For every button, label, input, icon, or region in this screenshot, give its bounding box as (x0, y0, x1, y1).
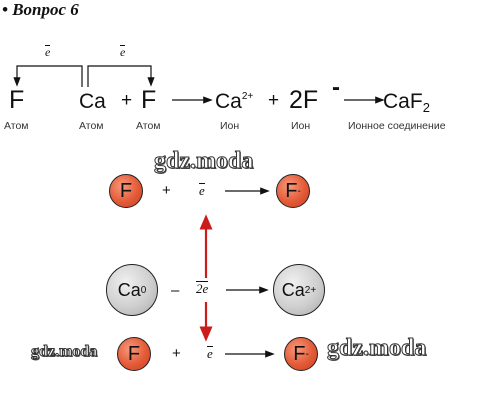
bracket-left (13, 65, 83, 87)
op-lower: + (172, 345, 181, 362)
plus-1: + (121, 90, 133, 111)
atom-ca: Ca (79, 90, 106, 113)
plus-2: + (268, 90, 280, 111)
watermark-top: gdz.moda (153, 148, 254, 175)
ion-ca: Ca2+ (215, 90, 254, 113)
electron-label-left: e (45, 45, 51, 59)
compound-caf2: CaF2 (383, 90, 430, 115)
atom-f-upper: F (109, 174, 143, 208)
caption-compound: Ионное соединение (348, 120, 446, 132)
caption-atom-2: Атом (79, 120, 104, 132)
electron-lower: e (207, 346, 213, 361)
caption-atom-1: Атом (4, 120, 29, 132)
watermark-bottom-left: gdz.moda (30, 343, 98, 361)
watermark-bottom-right: gdz.moda (326, 335, 427, 362)
caption-ion-1: Ион (220, 120, 240, 132)
atom-f-left: F (9, 86, 25, 114)
ion-2f: 2F (289, 86, 319, 114)
ion-f-lower: F- (284, 337, 318, 371)
electron-middle: 2e (196, 281, 209, 296)
electron-transfer-brackets (13, 65, 385, 104)
question-heading: • Вопрос 6 (2, 0, 79, 19)
op-upper: + (162, 182, 171, 199)
caption-ion-2: Ион (291, 120, 311, 132)
electron-label-right: e (120, 45, 126, 59)
ion-f-upper: F- (276, 174, 310, 208)
ion-2f-charge: - (332, 74, 340, 101)
op-middle: – (171, 282, 180, 299)
caption-atom-3: Атом (136, 120, 161, 132)
atom-f-right: F (141, 86, 157, 114)
atom-f-lower: F (117, 337, 151, 371)
electron-upper: e (199, 183, 205, 198)
bracket-right (87, 65, 155, 87)
